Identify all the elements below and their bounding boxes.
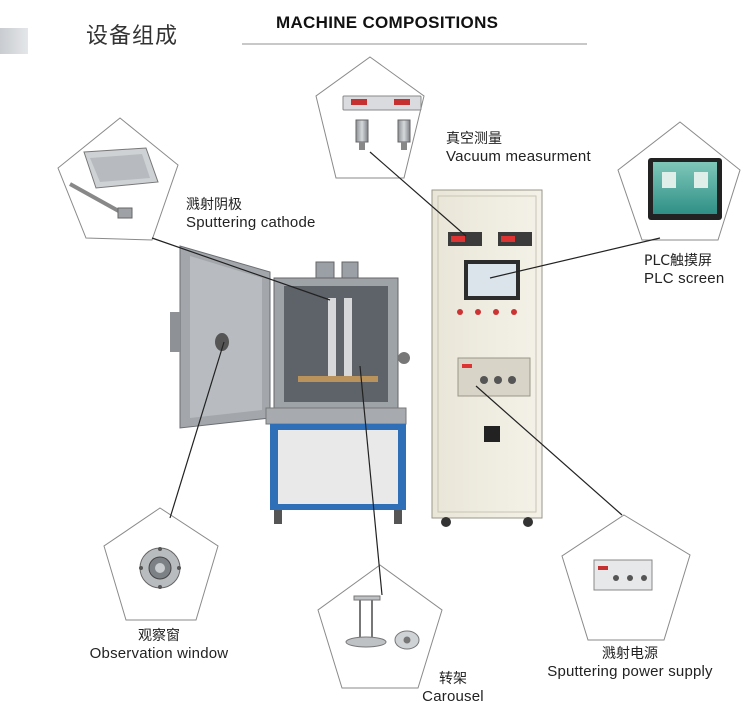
- label-en: Observation window: [89, 645, 229, 662]
- label-carousel: 转架 Carousel: [418, 668, 488, 705]
- label-sputtering-power-supply: 溅射电源 Sputtering power supply: [540, 643, 720, 680]
- label-en: Carousel: [422, 688, 484, 705]
- label-cn: PLC触摸屏: [644, 253, 713, 269]
- observation-window-icon: [139, 547, 181, 589]
- label-vacuum-measurement: 真空测量 Vacuum measurment: [446, 128, 591, 165]
- label-en: Vacuum measurment: [446, 148, 591, 165]
- control-cabinet: [431, 189, 543, 527]
- label-en: PLC screen: [644, 270, 725, 287]
- label-plc-screen: PLC触摸屏 PLC screen: [644, 250, 724, 287]
- label-cn: 转架: [439, 671, 467, 687]
- label-en: Sputtering power supply: [547, 663, 713, 680]
- power-supply-icon: [593, 559, 653, 591]
- pentagon-carousel: [317, 564, 443, 689]
- vacuum-gauge-icon: [342, 95, 422, 150]
- page-title-en: MACHINE COMPOSITIONS: [276, 13, 499, 32]
- title-divider: [242, 43, 587, 45]
- carousel-icon: [345, 595, 420, 650]
- label-cn: 真空测量: [446, 131, 502, 147]
- label-en: Sputtering cathode: [186, 214, 316, 231]
- label-cn: 溅射阴极: [186, 197, 242, 213]
- page-title-cn: 设备组成: [86, 24, 179, 49]
- cathode-icon: [69, 147, 159, 219]
- pentagon-vacuum: [315, 56, 425, 179]
- chamber-door: [170, 245, 271, 429]
- label-cn: 溅射电源: [602, 646, 658, 662]
- machine-base: [265, 407, 407, 524]
- label-observation-window: 观察窗 Observation window: [84, 625, 234, 662]
- plc-screen-icon: [648, 158, 722, 220]
- label-cn: 观察窗: [138, 628, 180, 644]
- leader-lines: [151, 151, 661, 596]
- label-sputtering-cathode: 溅射阴极 Sputtering cathode: [186, 194, 316, 231]
- vacuum-chamber: [273, 261, 410, 413]
- header-accent-bar: [0, 28, 28, 54]
